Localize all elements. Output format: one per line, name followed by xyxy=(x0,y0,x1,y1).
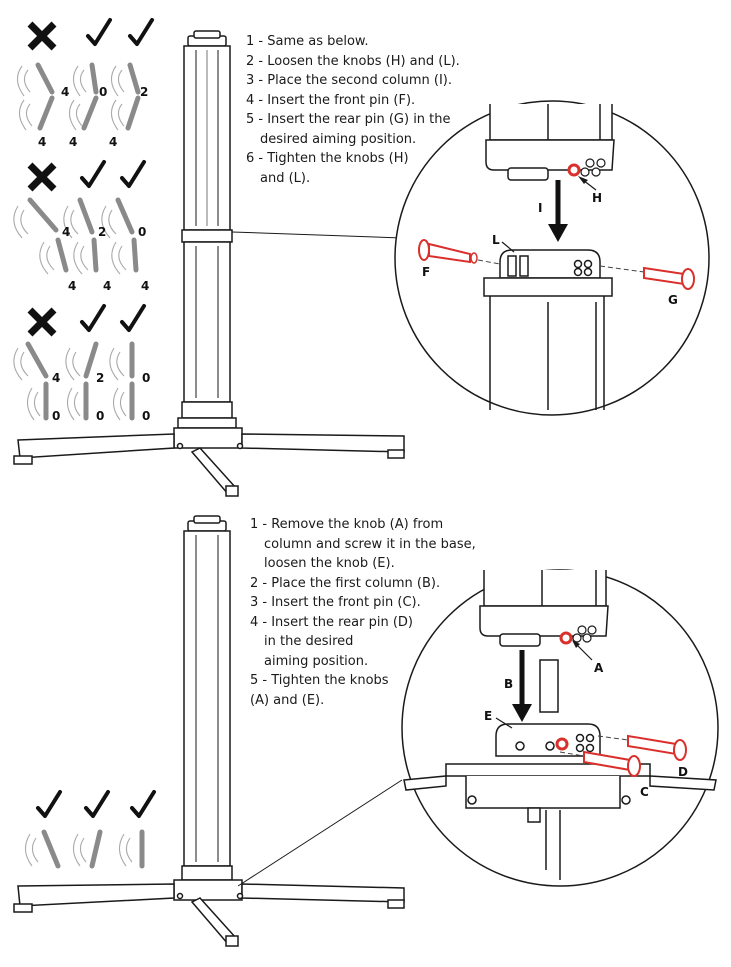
aiming-guide-top: 4 0 2 4 4 4 4 xyxy=(13,18,154,423)
instruction-line: (A) and (E). xyxy=(250,692,325,708)
instruction-line: in the desired xyxy=(264,634,354,649)
label-l: L xyxy=(492,233,500,247)
aiming-value: 4 xyxy=(62,225,70,239)
cross-icon xyxy=(30,24,54,48)
aiming-group-2: 4 2 0 4 4 4 xyxy=(13,160,149,293)
aiming-value: 0 xyxy=(99,85,107,99)
instruction-line: 4 - Insert the front pin (F). xyxy=(246,92,416,108)
instruction-line: 2 - Place the first column (B). xyxy=(250,575,441,591)
check-icon xyxy=(86,18,112,46)
aiming-value: 4 xyxy=(69,135,77,149)
detail-circle-top: H I L F xyxy=(394,100,710,416)
label-d: D xyxy=(678,765,688,779)
aiming-value: 0 xyxy=(142,371,150,385)
pin-hole-highlight xyxy=(567,163,581,177)
instruction-line: 3 - Place the second column (I). xyxy=(246,73,452,88)
check-icon xyxy=(130,790,156,818)
pin-c xyxy=(559,750,641,777)
aiming-value: 4 xyxy=(141,279,149,293)
aiming-value: 2 xyxy=(140,85,148,99)
instructions-top: 1 - Same as below. 2 - Loosen the knobs … xyxy=(246,32,476,188)
instruction-line: 5 - Insert the rear pin (G) in the xyxy=(246,112,451,127)
aiming-value: 0 xyxy=(142,409,150,423)
check-icon xyxy=(120,304,146,332)
tower-top xyxy=(13,30,405,497)
pin-f xyxy=(418,239,478,264)
aiming-guide-bottom xyxy=(24,790,156,869)
instruction-line: 1 - Same as below. xyxy=(246,34,369,49)
instruction-line: desired aiming position. xyxy=(260,131,417,147)
instruction-line: loosen the knob (E). xyxy=(264,556,395,571)
callout-line xyxy=(231,231,403,239)
label-b: B xyxy=(504,677,513,691)
aiming-value: 2 xyxy=(96,371,104,385)
instruction-line: aiming position. xyxy=(264,653,369,669)
pin-g xyxy=(599,265,695,290)
label-i: I xyxy=(538,201,542,215)
cross-icon xyxy=(30,310,54,334)
cross-icon xyxy=(30,165,54,189)
instructions-bottom: 1 - Remove the knob (A) from column and … xyxy=(250,515,495,710)
aiming-value: 4 xyxy=(38,135,46,149)
label-a: A xyxy=(594,661,604,675)
aiming-group-3: 4 2 0 0 0 0 xyxy=(13,304,150,423)
check-icon xyxy=(128,18,154,46)
aiming-value: 4 xyxy=(109,135,117,149)
aiming-value: 4 xyxy=(52,371,60,385)
aiming-value: 4 xyxy=(68,279,76,293)
tower-bottom xyxy=(13,515,405,947)
label-c: C xyxy=(640,785,649,799)
label-g: G xyxy=(668,293,678,307)
instruction-line: column and screw it in the base, xyxy=(264,536,476,552)
instruction-line: 3 - Insert the front pin (C). xyxy=(250,595,421,610)
label-h: H xyxy=(592,191,602,205)
aiming-value: 4 xyxy=(61,85,69,99)
aiming-value: 0 xyxy=(138,225,146,239)
instruction-line: 4 - Insert the rear pin (D) xyxy=(250,614,414,630)
instruction-line: 1 - Remove the knob (A) from xyxy=(250,517,444,532)
aiming-value: 4 xyxy=(103,279,111,293)
check-icon xyxy=(84,790,110,818)
aiming-group-1: 4 0 2 4 4 4 xyxy=(16,18,154,149)
aiming-value: 0 xyxy=(96,409,104,423)
check-icon xyxy=(120,160,146,188)
check-icon xyxy=(80,304,106,332)
pin-hole-highlight xyxy=(559,631,573,645)
check-icon xyxy=(36,790,62,818)
instruction-line: and (L). xyxy=(260,170,311,186)
callout-line xyxy=(237,779,403,887)
instruction-line: 6 - Tighten the knobs (H) xyxy=(246,151,409,166)
instruction-line: 5 - Tighten the knobs xyxy=(250,673,389,688)
detail-circle-bottom: A B E C xyxy=(401,569,719,887)
label-e: E xyxy=(484,709,492,723)
pin-d xyxy=(597,734,687,761)
label-f: F xyxy=(422,265,430,279)
check-icon xyxy=(80,160,106,188)
aiming-value: 0 xyxy=(52,409,60,423)
aiming-value: 2 xyxy=(98,225,106,239)
instruction-line: 2 - Loosen the knobs (H) and (L). xyxy=(246,53,460,69)
